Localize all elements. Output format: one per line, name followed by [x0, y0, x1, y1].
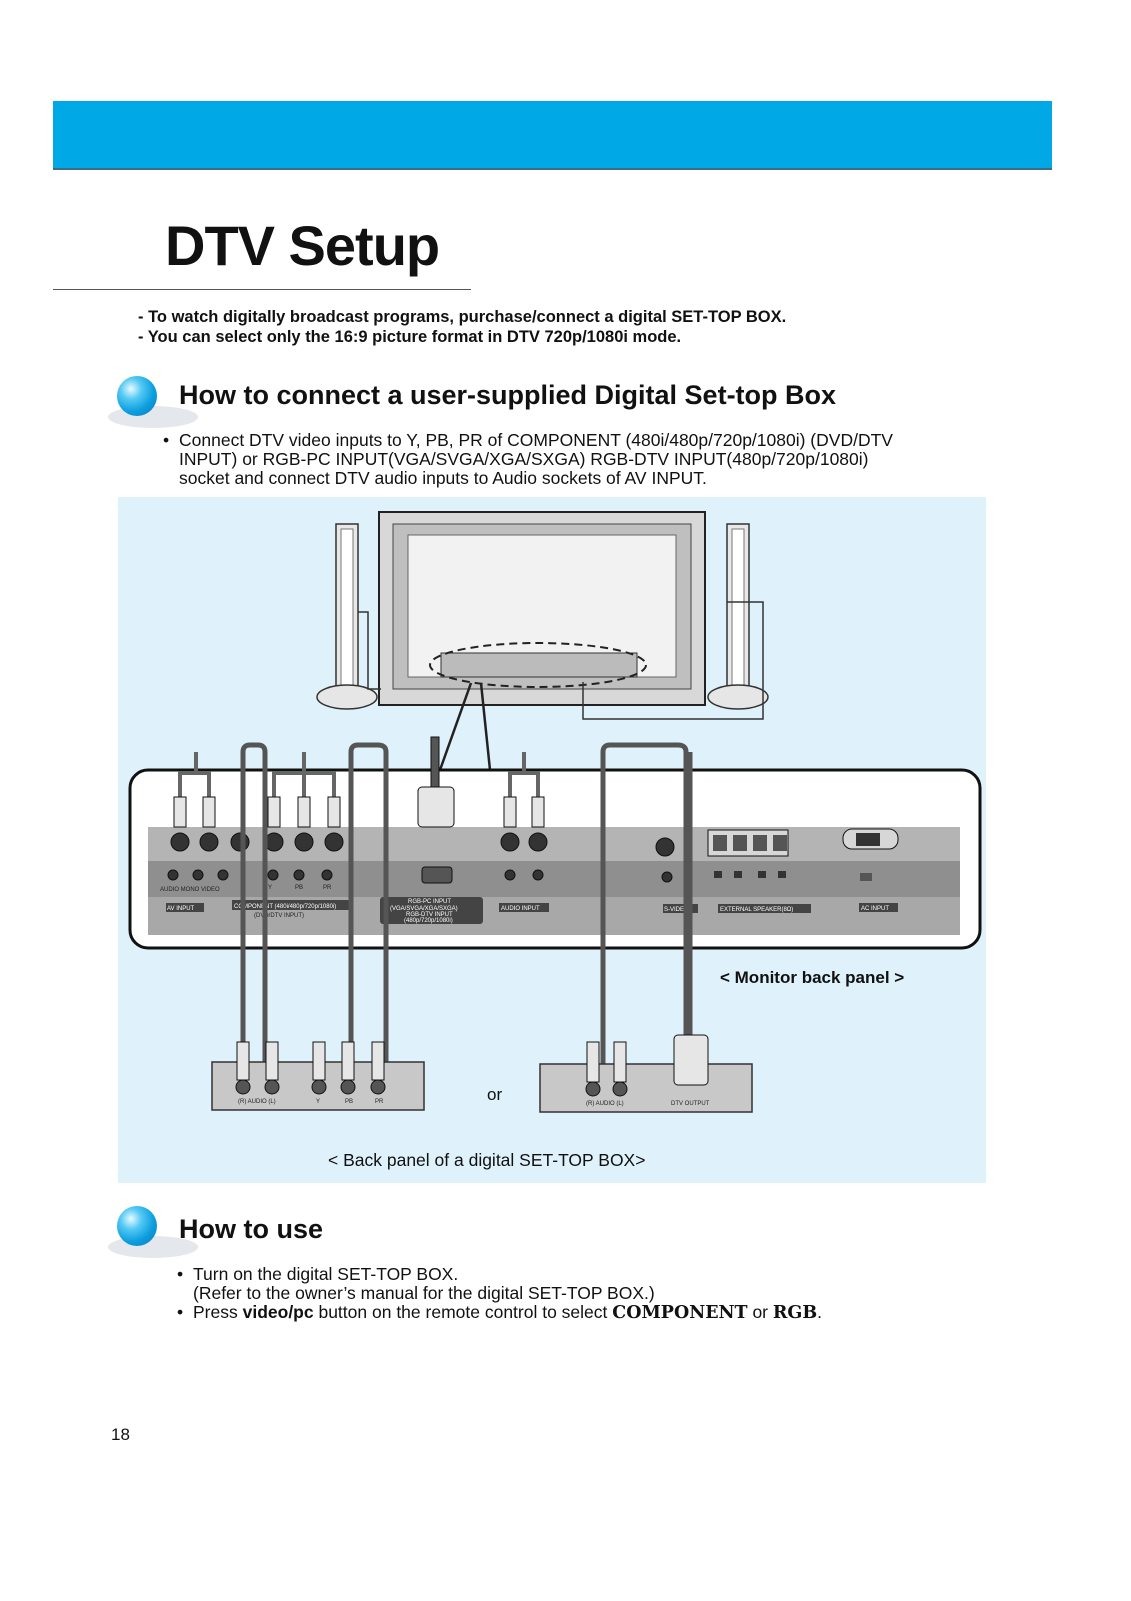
s-video-label: S-VIDEO: [664, 907, 689, 913]
audio-input-label: AUDIO INPUT: [501, 906, 540, 912]
use-step-2-end: .: [817, 1302, 823, 1322]
monitor-icon: [378, 511, 706, 706]
use-step-2-prefix: Press: [193, 1302, 243, 1322]
rgb-dtv-label: RGB-DTV INPUT: [406, 912, 453, 918]
connection-diagram: AV INPUT AUDIO MONO VIDEO COMPONENT (480…: [118, 497, 986, 1183]
connect-text-line-1: Connect DTV video inputs to Y, PB, PR of…: [179, 430, 893, 450]
rgb-dtv-sub-label: (480p/720p/1080i): [404, 918, 453, 924]
y-label: Y: [268, 885, 272, 891]
monitor-back-panel: AV INPUT AUDIO MONO VIDEO COMPONENT (480…: [128, 768, 982, 950]
pr-label: PR: [323, 885, 332, 891]
section-bullet-icon: [117, 376, 157, 416]
stb-component-panel: (R) AUDIO (L) Y PB PR: [211, 1041, 425, 1111]
note-line-2: - You can select only the 16:9 picture f…: [138, 328, 682, 346]
note-line-1: - To watch digitally broadcast programs,…: [138, 308, 787, 326]
rgb-pc-label: RGB-PC INPUT: [408, 899, 451, 905]
stb1-pr-label: PR: [375, 1099, 384, 1105]
or-label: or: [487, 1085, 503, 1104]
bullet-dot: •: [177, 1264, 184, 1284]
rgb-pc-sub-label: (VGA/SVGA/XGA/SXGA): [390, 906, 458, 912]
page-number: 18: [111, 1425, 130, 1444]
left-speaker-icon: [316, 523, 378, 710]
component-label: COMPONENT (480i/480p/720p/1080i): [234, 904, 336, 910]
right-speaker-icon: [707, 523, 769, 710]
ac-input-label: AC INPUT: [861, 906, 889, 912]
connect-text-line-2: INPUT) or RGB-PC INPUT(VGA/SVGA/XGA/SXGA…: [179, 449, 869, 469]
av-input-label: AV INPUT: [167, 906, 195, 912]
stb1-y-label: Y: [316, 1099, 320, 1105]
component-sub-label: (DVD/DTV INPUT): [254, 913, 304, 919]
pb-label: PB: [295, 885, 303, 891]
use-step-1-note: (Refer to the owner’s manual for the dig…: [193, 1283, 655, 1303]
stb-rgb-panel: (R) AUDIO (L) DTV OUTPUT: [539, 1034, 753, 1113]
stb-back-panel-caption: < Back panel of a digital SET-TOP BOX>: [328, 1150, 646, 1170]
title-rule: [53, 289, 471, 290]
diagram-svg: AV INPUT AUDIO MONO VIDEO COMPONENT (480…: [128, 511, 982, 1113]
stb2-dtv-output-label: DTV OUTPUT: [671, 1101, 710, 1107]
video-pc-button-name: video/pc: [242, 1302, 314, 1322]
rgb-mode-name: RGB: [772, 1303, 818, 1323]
monitor-back-panel-label: < Monitor back panel >: [720, 968, 905, 987]
external-speaker-label: EXTERNAL SPEAKER(8Ω): [720, 907, 793, 913]
stb1-pb-label: PB: [345, 1099, 353, 1105]
audio-video-label: AUDIO MONO VIDEO: [160, 887, 220, 893]
use-step-2-or: or: [747, 1302, 773, 1322]
section-heading-connect: How to connect a user-supplied Digital S…: [179, 380, 837, 410]
use-step-2: Press video/pc button on the remote cont…: [193, 1303, 822, 1323]
bullet-dot: •: [163, 430, 170, 450]
use-step-1: Turn on the digital SET-TOP BOX.: [193, 1264, 459, 1284]
section-bullet-icon: [117, 1206, 157, 1246]
cables: [240, 742, 693, 1071]
section-heading-how-to-use: How to use: [179, 1214, 324, 1244]
stb2-audio-label: (R) AUDIO (L): [586, 1101, 624, 1107]
use-step-2-middle: button on the remote control to select: [313, 1302, 613, 1322]
component-mode-name: COMPONENT: [612, 1303, 748, 1323]
bullet-dot: •: [177, 1302, 184, 1322]
header-band: [53, 101, 1052, 170]
page-title: DTV Setup: [165, 214, 440, 277]
connect-text-line-3: socket and connect DTV audio inputs to A…: [179, 468, 707, 488]
stb1-audio-label: (R) AUDIO (L): [238, 1099, 276, 1105]
